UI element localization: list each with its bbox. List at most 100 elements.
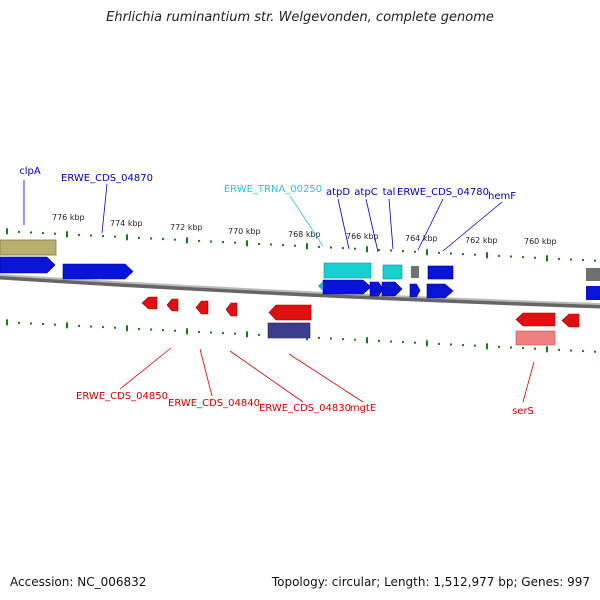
lower-tick-dot: [474, 344, 476, 347]
lower-tick-dot: [78, 324, 80, 327]
feature-label: tal: [383, 187, 396, 198]
feature-label: ERWE_CDS_04870: [61, 173, 153, 184]
lower-tick-dot: [582, 350, 584, 353]
lower-tick-dot: [414, 341, 416, 344]
feature-label: mgtE: [350, 403, 376, 414]
lower-tick-dot: [162, 329, 164, 332]
feature-label: ERWE_TRNA_00250: [224, 184, 322, 195]
lower-tick-dot: [366, 337, 368, 344]
lower-tick-dot: [390, 340, 392, 343]
feature-label: ERWE_CDS_04830: [259, 403, 351, 414]
lower-tick-dot: [330, 337, 332, 340]
lower-tick-dot: [462, 344, 464, 347]
label-leader-line: [289, 195, 324, 247]
accession-label: Accession: NC_006832: [10, 575, 147, 589]
upper-tick-dot: [498, 254, 500, 257]
upper-tick-dot: [114, 235, 116, 238]
upper-tick-dot: [186, 237, 188, 244]
position-tick-label: 762 kbp: [465, 236, 498, 245]
upper-tick-dot: [42, 232, 44, 235]
upper-tick-dot: [570, 258, 572, 261]
position-tick-label: 772 kbp: [170, 223, 203, 232]
upper-tick-dot: [486, 252, 488, 259]
upper-tick-dot: [354, 247, 356, 250]
trna-marker: [318, 281, 323, 291]
upper-tick-dot: [426, 249, 428, 256]
label-leader-line: [229, 350, 304, 403]
position-tick-label: 768 kbp: [288, 230, 321, 239]
upper-tick-dot: [270, 243, 272, 246]
lower-tick-dot: [486, 343, 488, 350]
lower-tick-dot: [174, 329, 176, 332]
upper-tick-dot: [342, 247, 344, 250]
position-tick-label: 764 kbp: [405, 234, 438, 243]
upper-tick-dot: [294, 244, 296, 247]
upper-tick-dot: [162, 238, 164, 241]
upper-tick-dot: [474, 253, 476, 256]
lower-tick-dot: [438, 342, 440, 345]
feature-label: ERWE_CDS_04780: [397, 187, 489, 198]
forward-cds-atpD: [322, 279, 372, 295]
lower-tick-dot: [222, 332, 224, 335]
upper-tick-dot: [66, 231, 68, 238]
lower-tick-dot: [42, 323, 44, 326]
olive-feature: [0, 239, 57, 256]
position-tick-label: 774 kbp: [110, 219, 143, 228]
lower-tick-dot: [102, 326, 104, 329]
lower-tick-dot: [498, 345, 500, 348]
upper-tick-dot: [150, 237, 152, 240]
upper-tick-dot: [558, 257, 560, 260]
feature-label: ERWE_CDS_04850: [76, 391, 168, 402]
gray-feature-edge: [586, 268, 600, 281]
lower-tick-dot: [318, 336, 320, 339]
upper-tick-dot: [222, 241, 224, 244]
upper-tick-dot: [234, 241, 236, 244]
position-tick-label: 760 kbp: [524, 237, 557, 246]
forward-cds-edge: [586, 286, 600, 300]
lower-tick-dot: [66, 322, 68, 329]
forward-cds-tal: [381, 281, 403, 297]
feature-label: hemF: [488, 191, 516, 202]
upper-tick-dot: [438, 251, 440, 254]
lower-tick-dot: [450, 343, 452, 346]
upper-tick-dot: [78, 233, 80, 236]
label-leader-line: [337, 198, 350, 250]
lower-tick-dot: [90, 325, 92, 328]
reverse-cds: [141, 296, 158, 310]
forward-cds-hemF: [426, 283, 454, 299]
upper-tick-dot: [30, 231, 32, 234]
label-leader-line: [417, 198, 444, 251]
upper-tick-dot: [390, 249, 392, 252]
reverse-cds: [195, 300, 209, 315]
label-leader-line: [388, 198, 394, 250]
upper-tick-dot: [582, 259, 584, 262]
upper-tick-dot: [522, 256, 524, 259]
position-tick-label: 776 kbp: [52, 213, 85, 222]
reverse-cds: [561, 313, 580, 328]
upper-tick-dot: [6, 228, 8, 235]
lower-tick-dot: [246, 331, 248, 338]
map-title: Ehrlichia ruminantium str. Welgevonden, …: [106, 10, 494, 25]
feature-label: ERWE_CDS_04840: [168, 398, 260, 409]
lower-tick-dot: [570, 349, 572, 352]
label-leader-line: [101, 183, 108, 234]
lower-tick-dot: [18, 321, 20, 324]
lower-tick-dot: [198, 330, 200, 333]
lower-tick-dot: [210, 331, 212, 334]
upper-tick-dot: [18, 230, 20, 233]
upper-tick-dot: [402, 250, 404, 253]
label-leader-line: [119, 347, 172, 390]
genome-backbone-highlight: [0, 274, 600, 305]
genome-backbone: [0, 274, 600, 309]
lower-tick-dot: [114, 326, 116, 329]
upper-tick-dot: [510, 255, 512, 258]
forward-cds-clpA: [0, 256, 56, 274]
lower-tick-dot: [186, 328, 188, 335]
upper-tick-dot: [546, 255, 548, 262]
upper-tick-dot: [378, 248, 380, 251]
forward-cds-small: [409, 283, 421, 298]
upper-tick-dot: [258, 242, 260, 245]
upper-tick-dot: [282, 244, 284, 247]
upper-tick-dot: [90, 234, 92, 237]
